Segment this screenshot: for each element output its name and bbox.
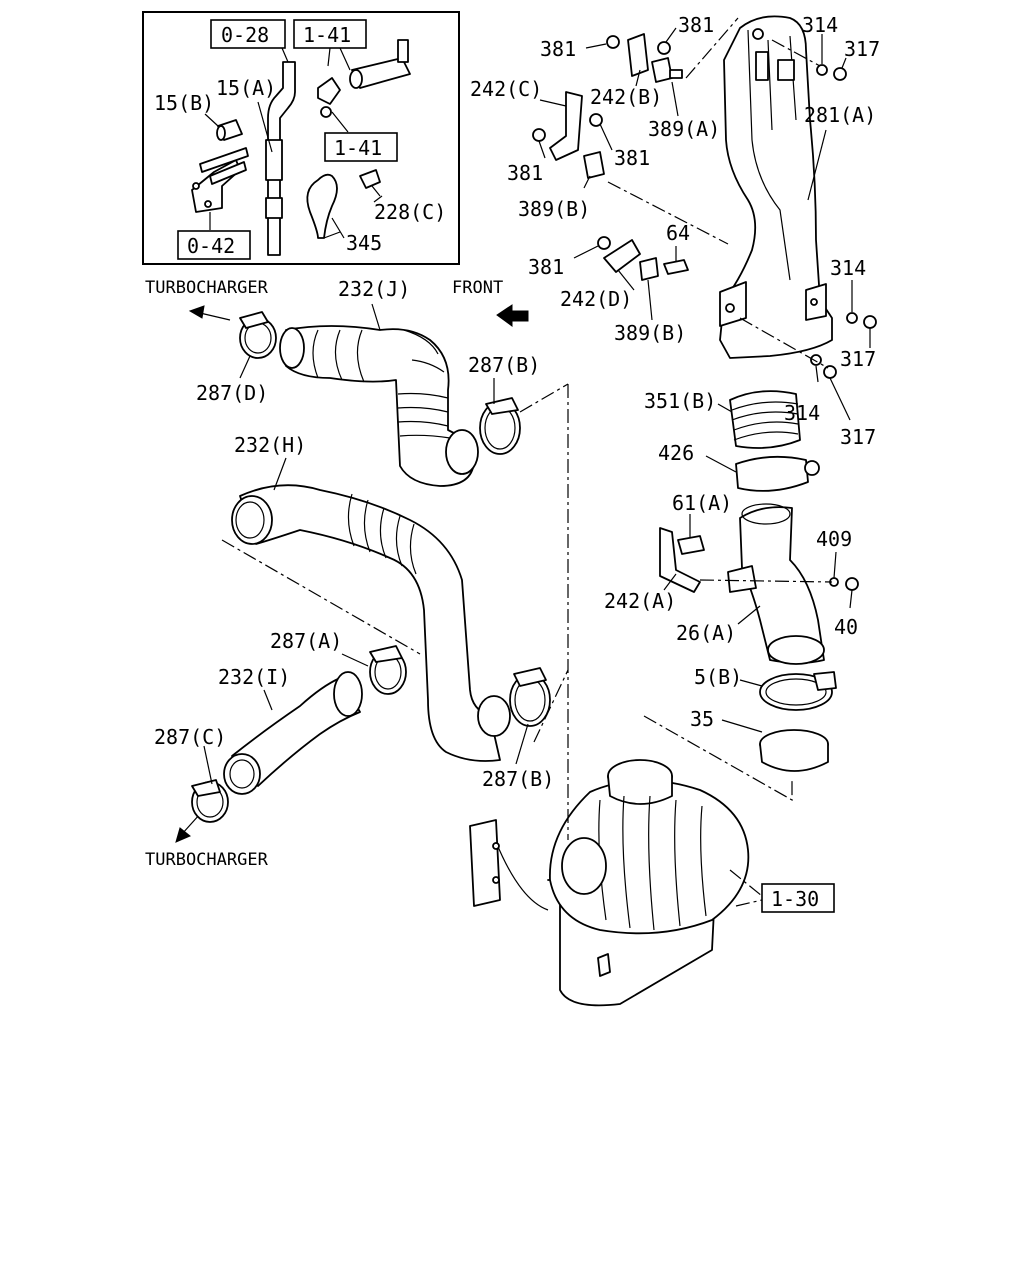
bracket-242a-drawing [659, 527, 701, 593]
label-317-mid: 317 [840, 347, 876, 371]
direction-turbocharger-top: TURBOCHARGER [145, 278, 269, 321]
ref-label-0-28: 0-28 [221, 23, 269, 47]
label-242b: 242(B) [590, 85, 662, 109]
direction-turbocharger-bottom: TURBOCHARGER [145, 813, 269, 870]
clamp-287c-drawing [191, 779, 229, 823]
label-232j: 232(J) [338, 277, 410, 301]
alignment-lines [221, 17, 833, 907]
label-287a: 287(A) [270, 629, 342, 653]
inset-frame [142, 11, 460, 265]
label-front: FRONT [452, 278, 503, 298]
label-381-c: 381 [614, 146, 650, 170]
label-232i: 232(I) [218, 665, 290, 689]
label-317-low: 317 [840, 425, 876, 449]
ref-label-1-30: 1-30 [771, 887, 819, 911]
bellows-351b-drawing [729, 390, 801, 449]
label-389b-mid: 389(B) [614, 321, 686, 345]
label-242d: 242(D) [560, 287, 632, 311]
elbow-26a-drawing [727, 503, 825, 665]
clamp-287b-top-drawing [479, 397, 521, 455]
ref-box-0-28: 0-28 [210, 19, 286, 49]
bolt-61a-drawing [677, 535, 705, 555]
label-242a: 242(A) [604, 589, 676, 613]
bracket-0-42-drawing [191, 147, 249, 230]
label-242c: 242(C) [470, 77, 542, 101]
label-5b: 5(B) [694, 665, 742, 689]
label-314-mid: 314 [830, 256, 866, 280]
clamp-287d-drawing [239, 311, 277, 359]
label-turbocharger-bottom: TURBOCHARGER [145, 850, 269, 870]
label-40: 40 [834, 615, 858, 639]
label-15b: 15(B) [154, 91, 214, 115]
clamp-287a-drawing [369, 645, 407, 695]
label-409: 409 [816, 527, 852, 551]
label-281a: 281(A) [804, 103, 876, 127]
ref-label-1-41-top: 1-41 [303, 23, 351, 47]
label-287b-low: 287(B) [482, 767, 554, 791]
part-labels: 381 381 314 317 242(C) 242(B) 389(A) 281… [154, 13, 880, 791]
direction-front: FRONT [452, 278, 529, 327]
ref-box-0-42: 0-42 [177, 230, 251, 260]
clamp-287b-low-drawing [509, 667, 551, 727]
label-381-a: 381 [540, 37, 576, 61]
hose-15a-drawing [265, 47, 296, 256]
label-turbocharger-top: TURBOCHARGER [145, 278, 269, 298]
label-381-b: 381 [678, 13, 714, 37]
ref-box-1-41-top: 1-41 [293, 19, 367, 49]
label-287d: 287(D) [196, 381, 268, 405]
leader-lines [203, 27, 871, 785]
label-228c: 228(C) [374, 200, 446, 224]
hose-232i-drawing [223, 671, 363, 795]
label-61a: 61(A) [672, 491, 732, 515]
label-389a: 389(A) [648, 117, 720, 141]
fasteners-upper [532, 33, 877, 379]
air-duct-281a-drawing [719, 15, 833, 359]
label-314-top: 314 [802, 13, 838, 37]
label-26a: 26(A) [676, 621, 736, 645]
label-381-e: 381 [528, 255, 564, 279]
cable-tie-345-drawing [306, 173, 341, 239]
ring-35-drawing [759, 729, 829, 772]
label-287c: 287(C) [154, 725, 226, 749]
ref-box-1-30: 1-30 [761, 883, 835, 913]
label-351b: 351(B) [644, 389, 716, 413]
label-35: 35 [690, 707, 714, 731]
front-arrow-icon [496, 304, 529, 327]
clip-228c-drawing [359, 169, 381, 197]
label-426: 426 [658, 441, 694, 465]
washer-409-nut-40 [829, 577, 859, 591]
label-232h: 232(H) [234, 433, 306, 457]
label-287b-top: 287(B) [468, 353, 540, 377]
hose-232h-drawing [231, 484, 511, 762]
ref-label-0-42: 0-42 [187, 234, 235, 258]
pipe-15b-drawing [216, 119, 243, 141]
clamp-5b-drawing [759, 671, 837, 711]
hose-232j-drawing [279, 325, 479, 487]
label-345: 345 [346, 231, 382, 255]
label-389b-top: 389(B) [518, 197, 590, 221]
label-64: 64 [666, 221, 690, 245]
label-317-top: 317 [844, 37, 880, 61]
ref-box-1-41-mid: 1-41 [324, 132, 398, 162]
air-cleaner-drawing [469, 759, 750, 1007]
clamp-426-drawing [735, 455, 820, 492]
inset-detail: 0-28 1-41 1-41 0-42 [142, 11, 460, 265]
hose-1-41-drawing [317, 39, 411, 133]
ref-label-1-41-mid: 1-41 [334, 136, 382, 160]
label-314-low: 314 [784, 401, 820, 425]
label-15a: 15(A) [216, 76, 276, 100]
label-381-d: 381 [507, 161, 543, 185]
